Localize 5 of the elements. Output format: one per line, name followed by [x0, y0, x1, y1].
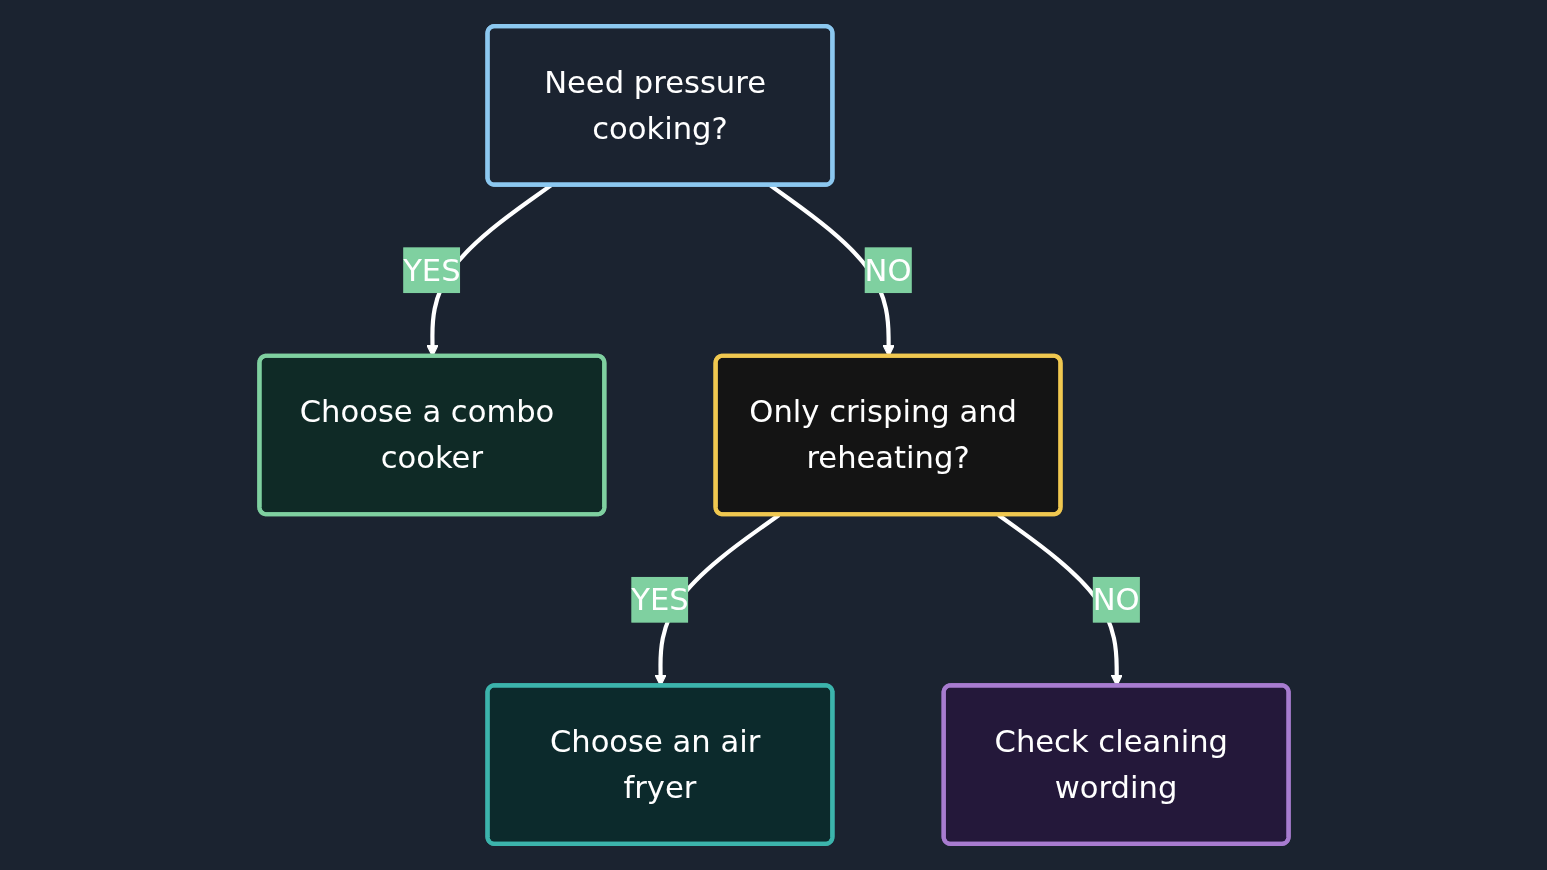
edge-label: YES	[402, 252, 461, 288]
edge-label: NO	[1092, 582, 1140, 618]
flowchart: YES NO YES NO Need pressure cooking? Choose a combo cooker Only crisping and reheating? Choose an air fryer Check cleaning wording	[23, 15, 1524, 855]
edge-label: YES	[630, 582, 689, 618]
edge-label: NO	[864, 252, 912, 288]
